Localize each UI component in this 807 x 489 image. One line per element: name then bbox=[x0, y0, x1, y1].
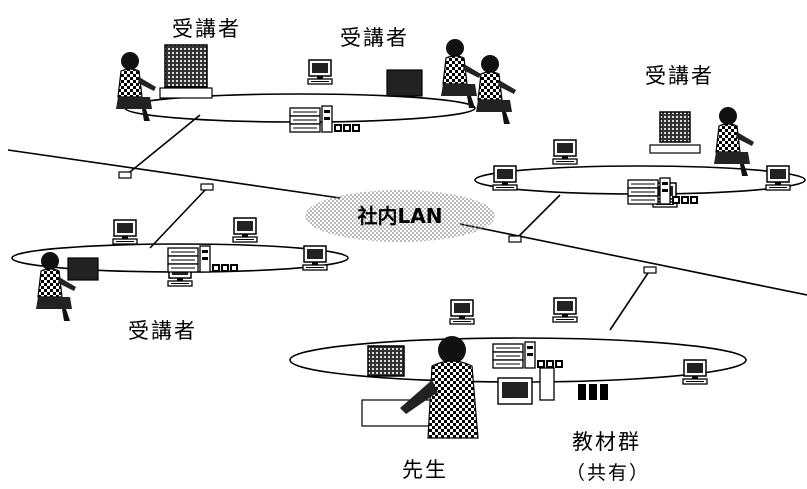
participant-label-1: 受講者 bbox=[172, 17, 241, 41]
workstation-icon bbox=[232, 217, 258, 243]
participant-label-4: 受講者 bbox=[128, 319, 197, 343]
participant-figure bbox=[649, 106, 755, 177]
server-icon bbox=[289, 105, 361, 133]
participant-network-3 bbox=[11, 217, 349, 322]
participant-label-2: 受講者 bbox=[340, 26, 409, 50]
workstation-icon bbox=[765, 165, 791, 191]
workstation-icon bbox=[302, 245, 328, 271]
participant-figure bbox=[115, 44, 213, 122]
workstation-icon bbox=[552, 297, 578, 323]
participant-network-1 bbox=[115, 38, 517, 133]
workstation-icon bbox=[112, 219, 138, 245]
workstation-icon bbox=[682, 359, 708, 385]
participant-network-2 bbox=[474, 106, 806, 208]
materials-server-group bbox=[492, 341, 608, 405]
lan-cloud: 社内LAN bbox=[305, 190, 495, 242]
workstation-icon bbox=[449, 299, 475, 325]
server-icon bbox=[492, 341, 564, 369]
server-icon bbox=[167, 245, 239, 273]
lan-label: 社内LAN bbox=[357, 204, 443, 228]
server-icon bbox=[627, 177, 699, 205]
participant-label-3: 受講者 bbox=[645, 64, 714, 88]
teacher-network bbox=[289, 297, 747, 439]
participant-figure bbox=[386, 38, 517, 125]
participant-figure bbox=[35, 251, 99, 322]
workstation-icon bbox=[307, 59, 333, 85]
materials-label: 教材群 bbox=[572, 430, 641, 454]
shared-label: （共有） bbox=[566, 462, 651, 484]
lan-connectors bbox=[118, 171, 657, 274]
workstation-icon bbox=[552, 139, 578, 165]
teacher-figure bbox=[361, 336, 479, 439]
teacher-label: 先生 bbox=[402, 458, 448, 482]
workstation-icon bbox=[492, 165, 518, 191]
